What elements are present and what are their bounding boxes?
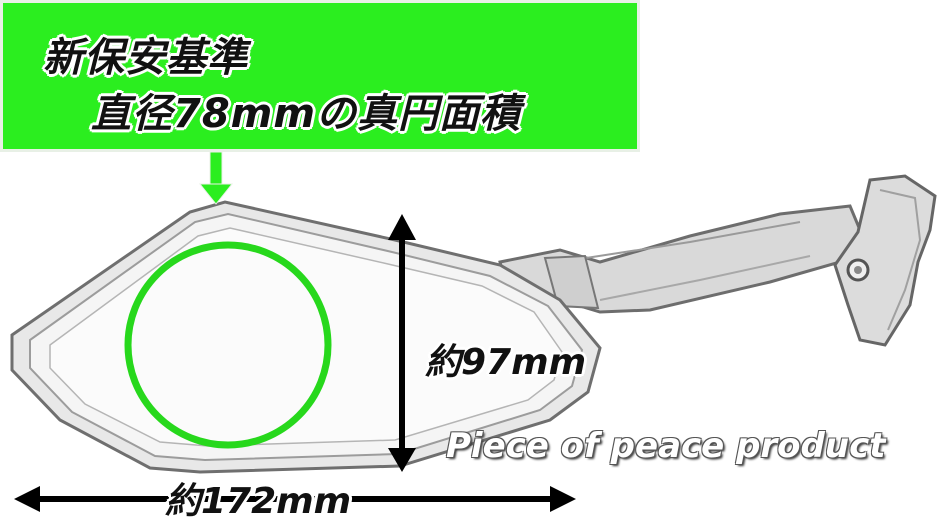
mirror-stay (498, 204, 862, 314)
true-circle-area (124, 241, 332, 449)
down-arrow-icon (198, 151, 234, 205)
height-dimension-label: 約97mm (425, 342, 587, 383)
double-vertical-arrow-icon (388, 214, 416, 472)
mirror-housing (10, 200, 602, 474)
width-dimension-label: 約172mm (165, 481, 352, 522)
callout-title: 新保安基準 (43, 35, 248, 81)
mount-bracket (833, 174, 937, 347)
callout-subtitle: 直径78mmの真円面積 (91, 91, 522, 137)
double-horizontal-arrow-icon (14, 486, 576, 512)
brand-watermark: Piece of peace product (446, 426, 886, 466)
standard-callout: 新保安基準 直径78mmの真円面積 (0, 0, 640, 152)
